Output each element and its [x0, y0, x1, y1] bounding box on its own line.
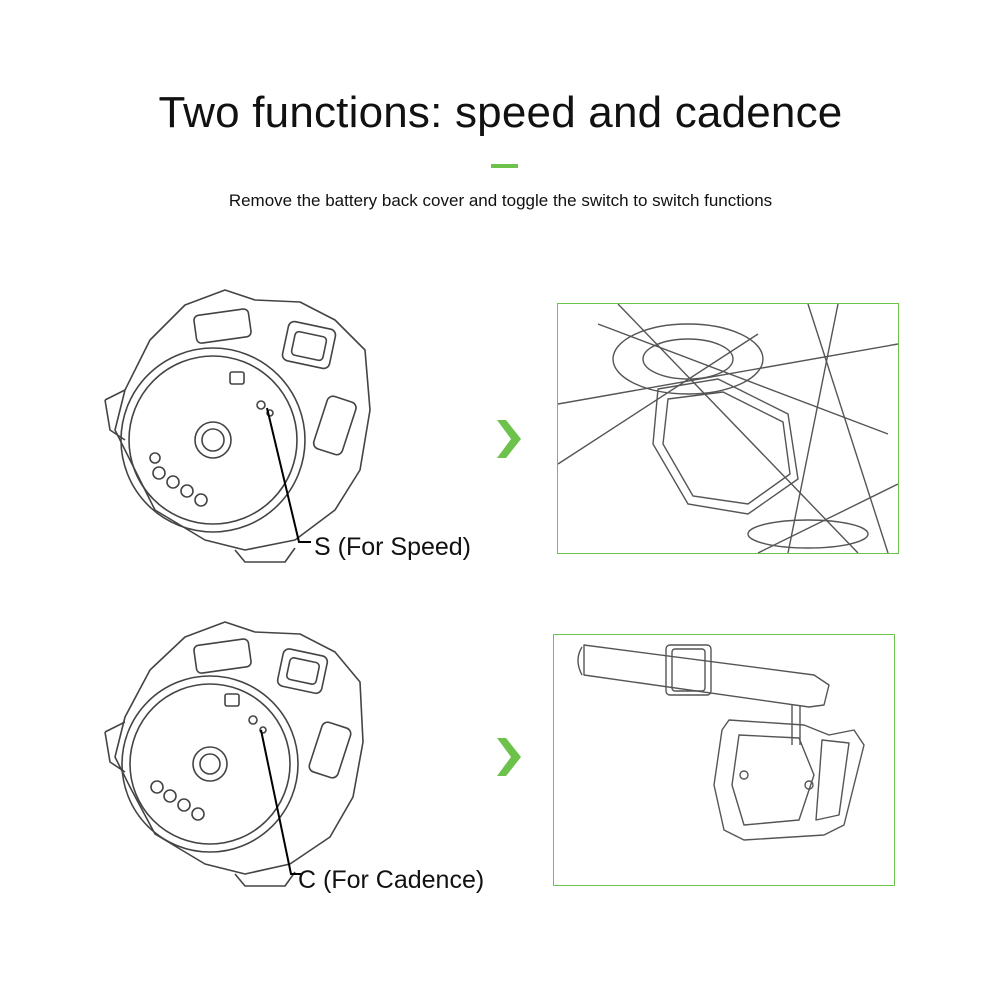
speed-mode-label: S (For Speed): [314, 533, 472, 561]
cadence-mode-label: C (For Cadence): [298, 866, 485, 894]
title-accent-bar: [491, 164, 518, 168]
chevron-right-icon: [497, 738, 521, 776]
sensor-speed-illustration: [104, 289, 371, 563]
crank-arm-photo-panel: [553, 634, 895, 886]
chevron-right-icon: [497, 420, 521, 458]
page-subtitle: Remove the battery back cover and toggle…: [228, 191, 773, 210]
wheel-hub-photo-panel: [557, 303, 899, 554]
page-title: Two functions: speed and cadence: [158, 88, 843, 137]
crank-pedal-sketch: [577, 644, 865, 841]
wheel-hub-sketch: [558, 304, 898, 553]
sensor-cadence-illustration: [104, 621, 364, 887]
